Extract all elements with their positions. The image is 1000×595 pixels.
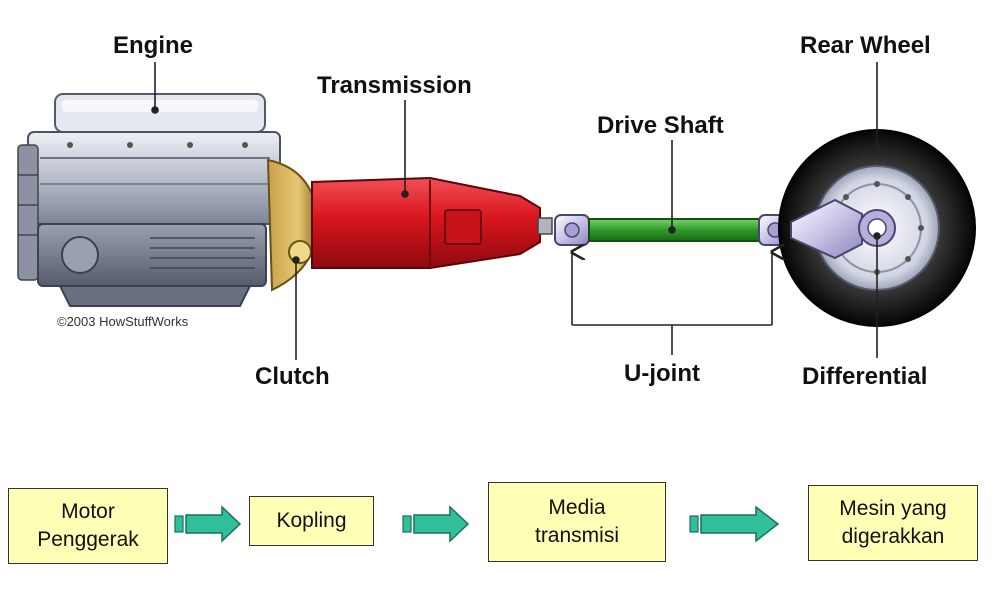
engine-illustration: [17, 93, 281, 307]
flow-arrow-1: [174, 505, 242, 543]
engine-label: Engine: [113, 32, 194, 59]
clutch-label: Clutch: [255, 363, 330, 390]
callout-leaders: [151, 62, 881, 360]
differential-label: Differential: [802, 363, 928, 390]
copyright-notice: ©2003 HowStuffWorks: [57, 314, 189, 329]
rear-wheel-illustration: [778, 129, 976, 327]
flow-box-kopling: Kopling: [249, 496, 374, 546]
flow-box-motor-penggerak: Motor Penggerak: [8, 488, 168, 564]
drive-shaft-label: Drive Shaft: [597, 112, 724, 139]
flow-box-media-transmisi: Media transmisi: [488, 482, 666, 562]
rear-wheel-label: Rear Wheel: [800, 32, 931, 59]
transmission-illustration: [311, 176, 553, 269]
flow-arrow-3: [689, 505, 780, 543]
clutch-housing: [266, 158, 320, 292]
u-joint-label: U-joint: [624, 360, 700, 387]
transmission-label: Transmission: [317, 72, 472, 99]
flow-box-mesin-yang-digerakkan: Mesin yang digerakkan: [808, 485, 978, 561]
flow-arrow-2: [402, 505, 470, 543]
front-u-joint: [554, 214, 590, 246]
